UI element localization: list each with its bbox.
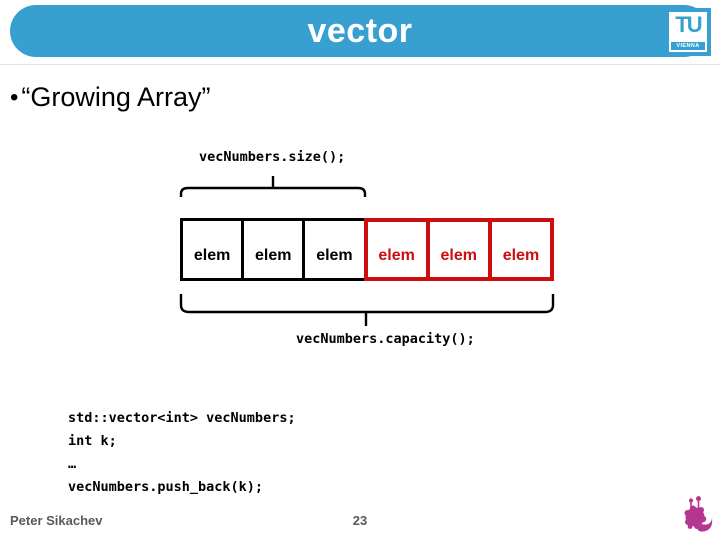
code-block: std::vector<int> vecNumbers; int k; … ve… (68, 407, 296, 499)
footer-author: Peter Sikachev (10, 513, 103, 528)
cell-label: elem (316, 247, 353, 264)
code-line: std::vector<int> vecNumbers; (68, 410, 296, 426)
cell-label: elem (378, 247, 415, 264)
cell-label: elem (440, 247, 477, 264)
cell-label: elem (502, 247, 540, 264)
code-line: int k; (68, 433, 117, 449)
vector-array: elem elem elem elem elem elem (180, 218, 555, 281)
array-cell-used: elem (302, 218, 367, 281)
code-line: … (68, 456, 77, 472)
array-cell-reserved: elem (487, 218, 555, 281)
bullet-icon: • (10, 83, 19, 111)
header-divider (0, 64, 720, 65)
bullet-item: • “Growing Array” (10, 82, 210, 113)
size-call-label: vecNumbers.size(); (199, 149, 346, 165)
cell-label: elem (255, 247, 292, 264)
footer-page-number: 23 (352, 513, 368, 528)
capacity-call-label: vecNumbers.capacity(); (296, 331, 475, 347)
array-cell-used: elem (241, 218, 306, 281)
slide-title: vector (307, 12, 413, 50)
tu-vienna-logo-box: TU VIENNA (669, 12, 707, 52)
tu-logo-text: TU (675, 12, 702, 37)
splat-logo-icon (684, 496, 713, 538)
vienna-logo-text: VIENNA (670, 41, 706, 51)
bullet-text: “Growing Array” (21, 82, 211, 112)
code-line: vecNumbers.push_back(k); (68, 479, 264, 495)
tu-vienna-logo: TU VIENNA (665, 8, 711, 56)
title-bar: vector (10, 5, 710, 57)
array-cell-used: elem (180, 218, 245, 281)
cell-label: elem (193, 247, 231, 264)
